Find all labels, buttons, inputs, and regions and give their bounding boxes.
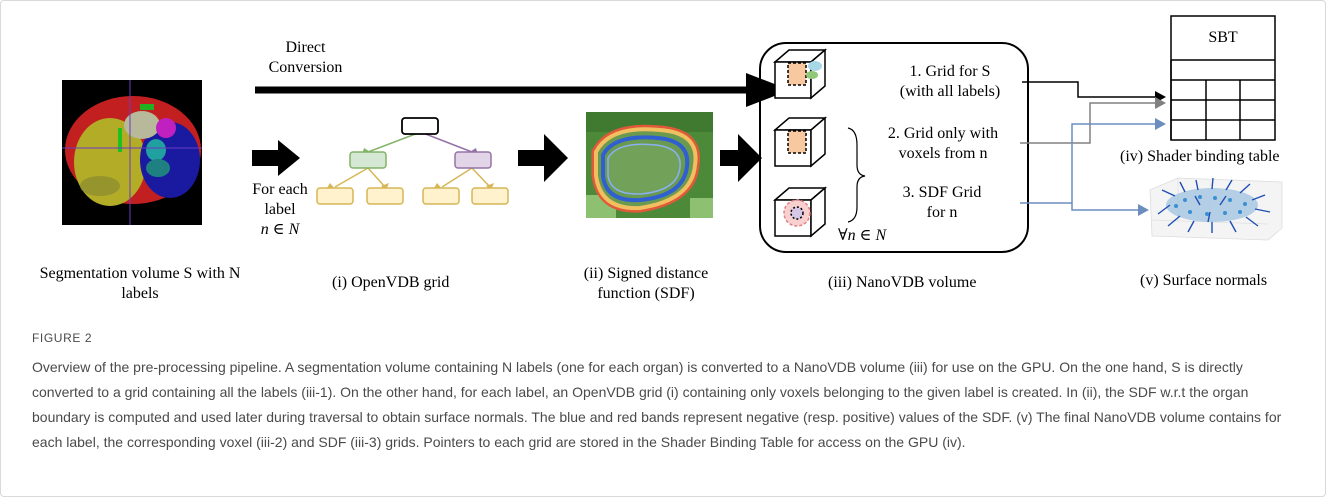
sdf-label: (ii) Signed distance function (SDF) — [576, 264, 716, 304]
sdf-image — [586, 112, 713, 218]
openvdb-leaf-node — [316, 187, 354, 205]
connector-grid3-to-sbt — [1020, 123, 1162, 204]
grid1-label-line1: 1. Grid for S — [909, 63, 991, 80]
direct-conversion-label-line1: Direct — [285, 39, 326, 56]
openvdb-leaf-node — [471, 187, 509, 205]
forall-label: ∀n ∈ N — [838, 227, 887, 244]
segmentation-volume-image — [62, 80, 202, 225]
grid1-label-line2: (with all labels) — [899, 83, 1001, 100]
nanovdb-volume-box — [759, 42, 1029, 253]
connector-grid3-to-normals — [1071, 203, 1145, 211]
for-each-label-text: For each label n ∈ N — [245, 180, 315, 240]
openvdb-leaf-node — [366, 187, 404, 205]
segmentation-label-line2: labels — [121, 285, 159, 302]
sbt-caption: (iv) Shader binding table — [1120, 148, 1280, 165]
openvdb-root-node — [401, 117, 439, 135]
openvdb-tree — [316, 117, 509, 205]
grid3-label-line2: for n — [926, 204, 958, 221]
cube-icon-label-voxels — [772, 116, 828, 168]
arrow-to-sdf — [518, 134, 568, 182]
grid1-label: 1. Grid for S (with all labels) — [880, 62, 1020, 102]
surface-normals-plot — [1149, 177, 1283, 241]
surface-normals-caption: (v) Surface normals — [1140, 272, 1268, 289]
connector-grid2-to-sbt — [1020, 102, 1162, 144]
grid2-label: 2. Grid only with voxels from n — [868, 124, 1018, 164]
arrow-to-nanovdb — [720, 134, 762, 182]
grid2-label-line1: 2. Grid only with — [887, 125, 999, 142]
segmentation-label-line1: Segmentation volume S with N — [39, 265, 241, 282]
figure-caption-label: FIGURE 2 — [32, 331, 93, 345]
for-each-line2: label — [264, 201, 296, 218]
pipeline-diagram — [62, 15, 1283, 253]
direct-conversion-label: Direct Conversion — [253, 38, 358, 78]
sbt-header-label: SBT — [1208, 29, 1238, 46]
grid3-label: 3. SDF Grid for n — [882, 183, 1002, 223]
connector-grid1-to-sbt — [1022, 81, 1162, 98]
sdf-label-line2: function (SDF) — [597, 285, 695, 302]
sbt-table — [1170, 15, 1276, 141]
segmentation-volume-label: Segmentation volume S with N labels — [20, 264, 260, 304]
for-each-line3: n ∈ N — [260, 221, 300, 238]
sdf-label-line1: (ii) Signed distance — [583, 265, 709, 282]
openvdb-grid-label: (i) OpenVDB grid — [332, 274, 450, 291]
openvdb-internal-node-right — [454, 151, 492, 169]
openvdb-internal-node-left — [349, 151, 387, 169]
arrow-to-openvdb — [252, 140, 300, 176]
direct-conversion-label-line2: Conversion — [268, 59, 343, 76]
for-each-line1: For each — [252, 181, 308, 198]
figure-caption-text: Overview of the pre-processing pipeline.… — [32, 359, 1282, 450]
cube-icon-all-labels — [772, 48, 828, 100]
brace-bracket — [847, 127, 866, 223]
grid2-label-line2: voxels from n — [898, 145, 988, 162]
grid3-label-line1: 3. SDF Grid — [902, 184, 982, 201]
nanovdb-volume-label: (iii) NanoVDB volume — [828, 274, 977, 291]
direct-conversion-arrow — [255, 73, 790, 107]
openvdb-leaf-node — [422, 187, 460, 205]
cube-icon-sdf — [772, 186, 828, 238]
